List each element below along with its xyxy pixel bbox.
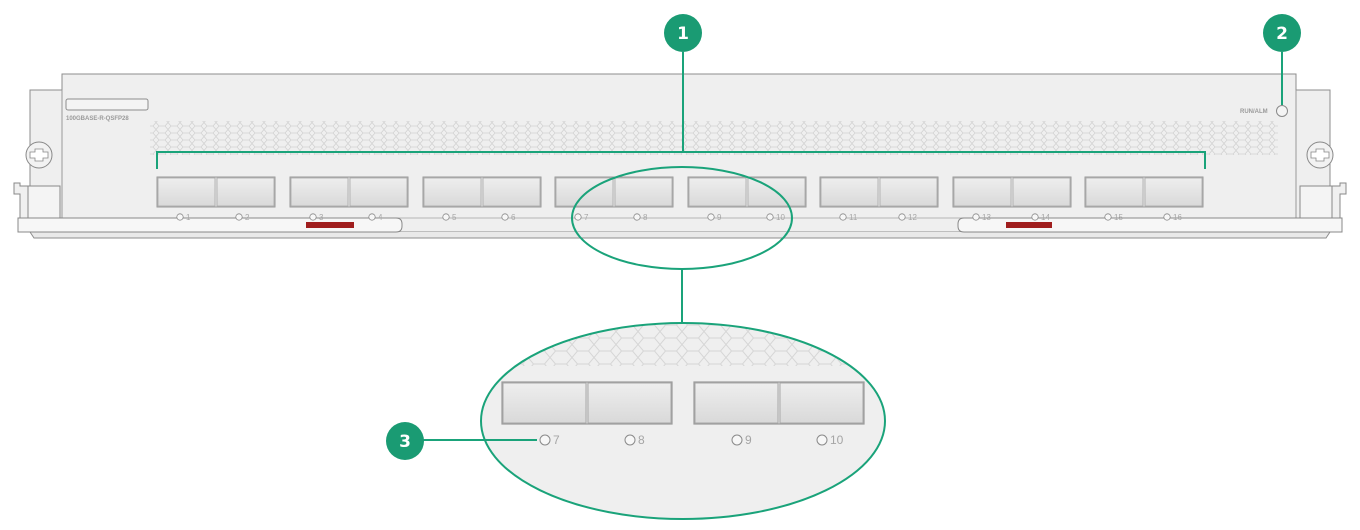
port-number-label: 9 — [717, 213, 722, 222]
zoom-port-cage-2 — [693, 381, 865, 425]
port-led-13 — [972, 213, 980, 221]
status-led-label: RUN/ALM — [1240, 109, 1268, 115]
magnify-source-ellipse — [571, 166, 793, 323]
port-number-label: 3 — [319, 213, 324, 222]
port-number-label: 16 — [1173, 213, 1182, 222]
port-led-15 — [1104, 213, 1112, 221]
port-led-14 — [1031, 213, 1039, 221]
qsfp28-port-16[interactable] — [1144, 177, 1203, 207]
port-led-3 — [309, 213, 317, 221]
port-led-6 — [501, 213, 509, 221]
qsfp28-port-14[interactable] — [1012, 177, 1071, 207]
qsfp28-port-groups — [156, 176, 1204, 208]
port-cage-4 — [554, 176, 674, 208]
port-cage-6 — [819, 176, 939, 208]
qsfp28-port-15[interactable] — [1085, 177, 1144, 207]
zoom-port-led-10 — [816, 434, 828, 446]
port-led-5 — [442, 213, 450, 221]
zoom-port-number-label: 8 — [638, 433, 645, 447]
qsfp28-port-11[interactable] — [820, 177, 879, 207]
qsfp28-port-1[interactable] — [157, 177, 216, 207]
model-label: 100GBASE-R-QSFP28 — [66, 116, 129, 122]
svg-text:1: 1 — [677, 24, 689, 44]
qsfp28-port-12[interactable] — [879, 177, 938, 207]
zoom-port-number-label: 7 — [553, 433, 560, 447]
port-number-label: 13 — [982, 213, 991, 222]
port-number-label: 4 — [378, 213, 383, 222]
port-led-11 — [839, 213, 847, 221]
port-number-label: 7 — [584, 213, 589, 222]
zoom-port-group: 7 8 9 10 — [501, 381, 865, 447]
port-number-label: 8 — [643, 213, 648, 222]
qsfp28-port-8[interactable] — [614, 177, 673, 207]
qsfp28-port-9[interactable] — [688, 177, 747, 207]
callout-2-badge: 2 — [1263, 14, 1301, 52]
qsfp28-port-3[interactable] — [290, 177, 349, 207]
zoom-qsfp28-port-9[interactable] — [694, 382, 779, 424]
port-cage-1 — [156, 176, 276, 208]
port-led-16 — [1163, 213, 1171, 221]
right-ejector-handle[interactable] — [957, 182, 1347, 233]
callout-3-badge: 3 — [386, 422, 424, 460]
port-cage-2 — [289, 176, 409, 208]
qsfp28-port-6[interactable] — [482, 177, 541, 207]
status-led — [1276, 105, 1288, 117]
port-cage-3 — [422, 176, 542, 208]
port-cage-5 — [687, 176, 807, 208]
svg-text:2: 2 — [1276, 24, 1288, 44]
right-screw-icon[interactable] — [1306, 141, 1334, 169]
port-led-4 — [368, 213, 376, 221]
qsfp28-port-4[interactable] — [349, 177, 408, 207]
zoom-port-led-9 — [731, 434, 743, 446]
port-number-label: 14 — [1041, 213, 1050, 222]
left-ejector-handle[interactable] — [13, 182, 403, 233]
port-number-label: 12 — [908, 213, 917, 222]
zoom-qsfp28-port-7[interactable] — [502, 382, 587, 424]
qsfp28-port-5[interactable] — [423, 177, 482, 207]
zoom-port-cage-1 — [501, 381, 673, 425]
svg-text:3: 3 — [399, 432, 411, 452]
port-cage-8 — [1084, 176, 1204, 208]
port-led-7 — [574, 213, 582, 221]
port-number-label: 5 — [452, 213, 457, 222]
zoom-qsfp28-port-10[interactable] — [779, 382, 864, 424]
zoom-port-number-label: 10 — [830, 433, 844, 447]
zoom-qsfp28-port-8[interactable] — [587, 382, 672, 424]
port-led-9 — [707, 213, 715, 221]
callout-1-badge: 1 — [664, 14, 702, 52]
zoom-port-number-label: 9 — [745, 433, 752, 447]
port-led-2 — [235, 213, 243, 221]
callout-1-bracket — [156, 52, 1206, 169]
qsfp28-port-2[interactable] — [216, 177, 275, 207]
port-number-label: 6 — [511, 213, 516, 222]
port-led-1 — [176, 213, 184, 221]
left-screw-icon[interactable] — [25, 141, 53, 169]
port-number-label: 11 — [849, 213, 858, 222]
port-led-8 — [633, 213, 641, 221]
port-led-12 — [898, 213, 906, 221]
port-cage-7 — [952, 176, 1072, 208]
zoom-port-led-7 — [539, 434, 551, 446]
port-number-label: 2 — [245, 213, 250, 222]
qsfp28-port-13[interactable] — [953, 177, 1012, 207]
port-number-label: 10 — [776, 213, 785, 222]
zoom-port-led-8 — [624, 434, 636, 446]
port-led-10 — [766, 213, 774, 221]
port-number-label: 15 — [1114, 213, 1123, 222]
port-number-label: 1 — [186, 213, 191, 222]
card-body — [29, 73, 1331, 239]
